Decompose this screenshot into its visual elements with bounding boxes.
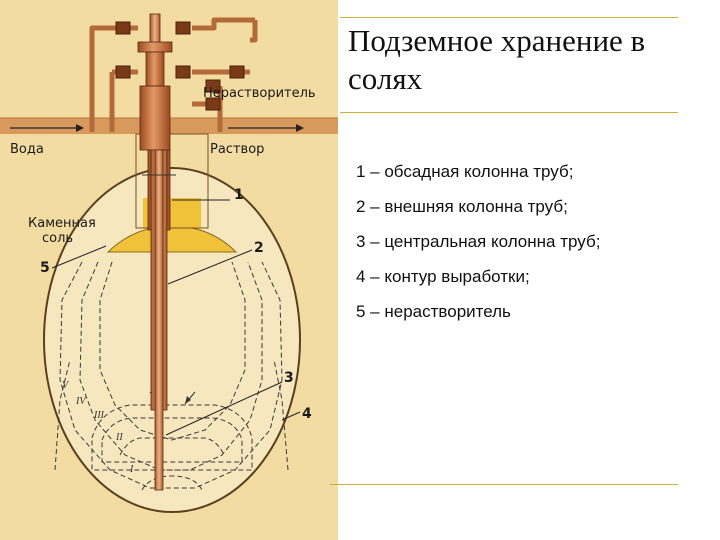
zone-label-ii: II <box>116 432 123 443</box>
legend-item-4: 4 – контур выработки; <box>356 267 530 286</box>
bottom-rule <box>330 484 678 485</box>
zone-label-iii: III <box>94 410 104 421</box>
brine-label: Раствор <box>210 142 265 157</box>
legend-item-3: 3 – центральная колонна труб; <box>356 232 601 251</box>
legend-item-2: 2 – внешняя колонна труб; <box>356 197 568 216</box>
legend-item-1: 1 – обсадная колонна труб; <box>356 162 574 181</box>
slide-title: Подземное хранение в солях <box>348 23 646 96</box>
legend-item-5: 5 – нерастворитель <box>356 302 511 321</box>
callout-5: 5 <box>40 260 50 276</box>
callout-4: 4 <box>302 406 312 422</box>
callout-3: 3 <box>284 370 294 386</box>
rock-salt-label-line1: Каменная <box>28 216 96 231</box>
rock-salt-label-line2: соль <box>42 231 74 246</box>
zone-label-v: V <box>62 380 69 391</box>
callout-2: 2 <box>254 240 264 256</box>
callout-1: 1 <box>234 187 244 203</box>
development-contours <box>54 261 289 491</box>
insolvent-label: Нерастворитель <box>203 86 316 101</box>
legend-list: 1 – обсадная колонна труб; 2 – внешняя к… <box>356 162 600 337</box>
zone-label-i: I <box>130 464 134 475</box>
water-label: Вода <box>10 142 44 157</box>
cavern-contour <box>43 167 301 513</box>
zone-label-iv: IV <box>76 396 86 407</box>
top-rule <box>340 17 678 18</box>
title-underline <box>340 112 678 113</box>
central-column <box>154 149 164 491</box>
